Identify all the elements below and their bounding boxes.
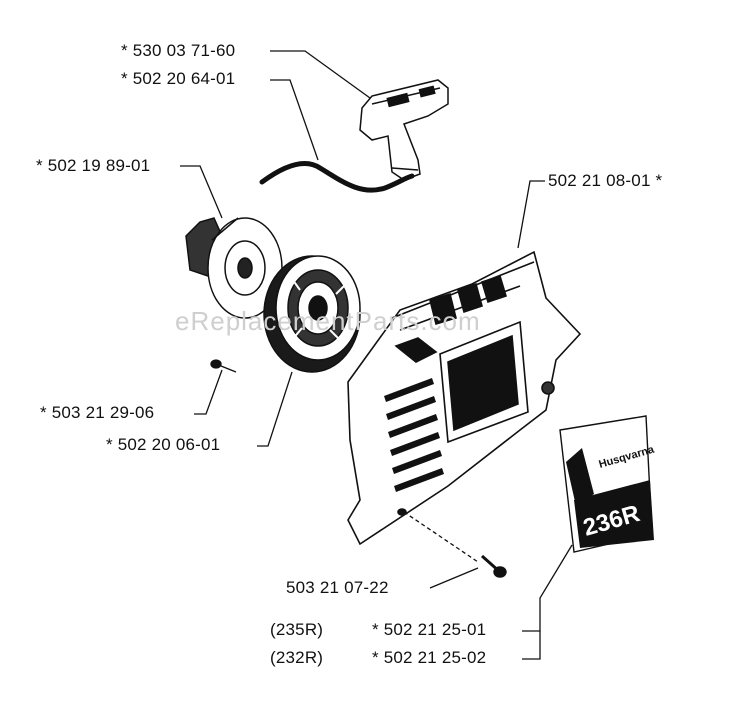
label-decal-232-model: (232R) <box>270 648 324 667</box>
spring-cassette-part <box>263 255 361 373</box>
watermark: eReplacementParts.com <box>175 306 481 336</box>
leader-spring-cassette <box>257 371 293 447</box>
pulley-part <box>185 217 283 319</box>
label-pulley: * 502 19 89-01 <box>36 156 151 175</box>
leader-rope <box>270 79 319 161</box>
label-handle: * 530 03 71-60 <box>121 41 236 60</box>
label-rope: * 502 20 64-01 <box>121 69 236 88</box>
label-screw-long: 503 21 07-22 <box>286 578 389 597</box>
label-decal-232-part: * 502 21 25-02 <box>372 648 487 667</box>
starter-handle-part <box>359 79 449 181</box>
starter-cover-part <box>347 250 582 546</box>
leader-pulley <box>180 165 223 219</box>
screw-axis-line <box>403 511 479 563</box>
leader-screw-small <box>194 369 223 415</box>
label-cover: 502 21 08-01 * <box>548 171 663 190</box>
starter-rope-part <box>259 160 415 193</box>
label-decal-235-part: * 502 21 25-01 <box>372 620 487 639</box>
leader-handle <box>270 50 371 99</box>
leader-decal-2 <box>522 631 541 660</box>
leader-decal <box>522 544 573 632</box>
decal-part: Husqvarna 236R <box>559 415 656 553</box>
leader-cover <box>517 180 545 249</box>
label-spring-cassette: * 502 20 06-01 <box>106 435 221 454</box>
long-screw-part <box>481 554 507 578</box>
label-screw-small: * 503 21 29-06 <box>40 403 155 422</box>
leader-screw-long <box>429 567 479 589</box>
small-screw-part <box>210 359 237 373</box>
label-decal-235-model: (235R) <box>270 620 324 639</box>
